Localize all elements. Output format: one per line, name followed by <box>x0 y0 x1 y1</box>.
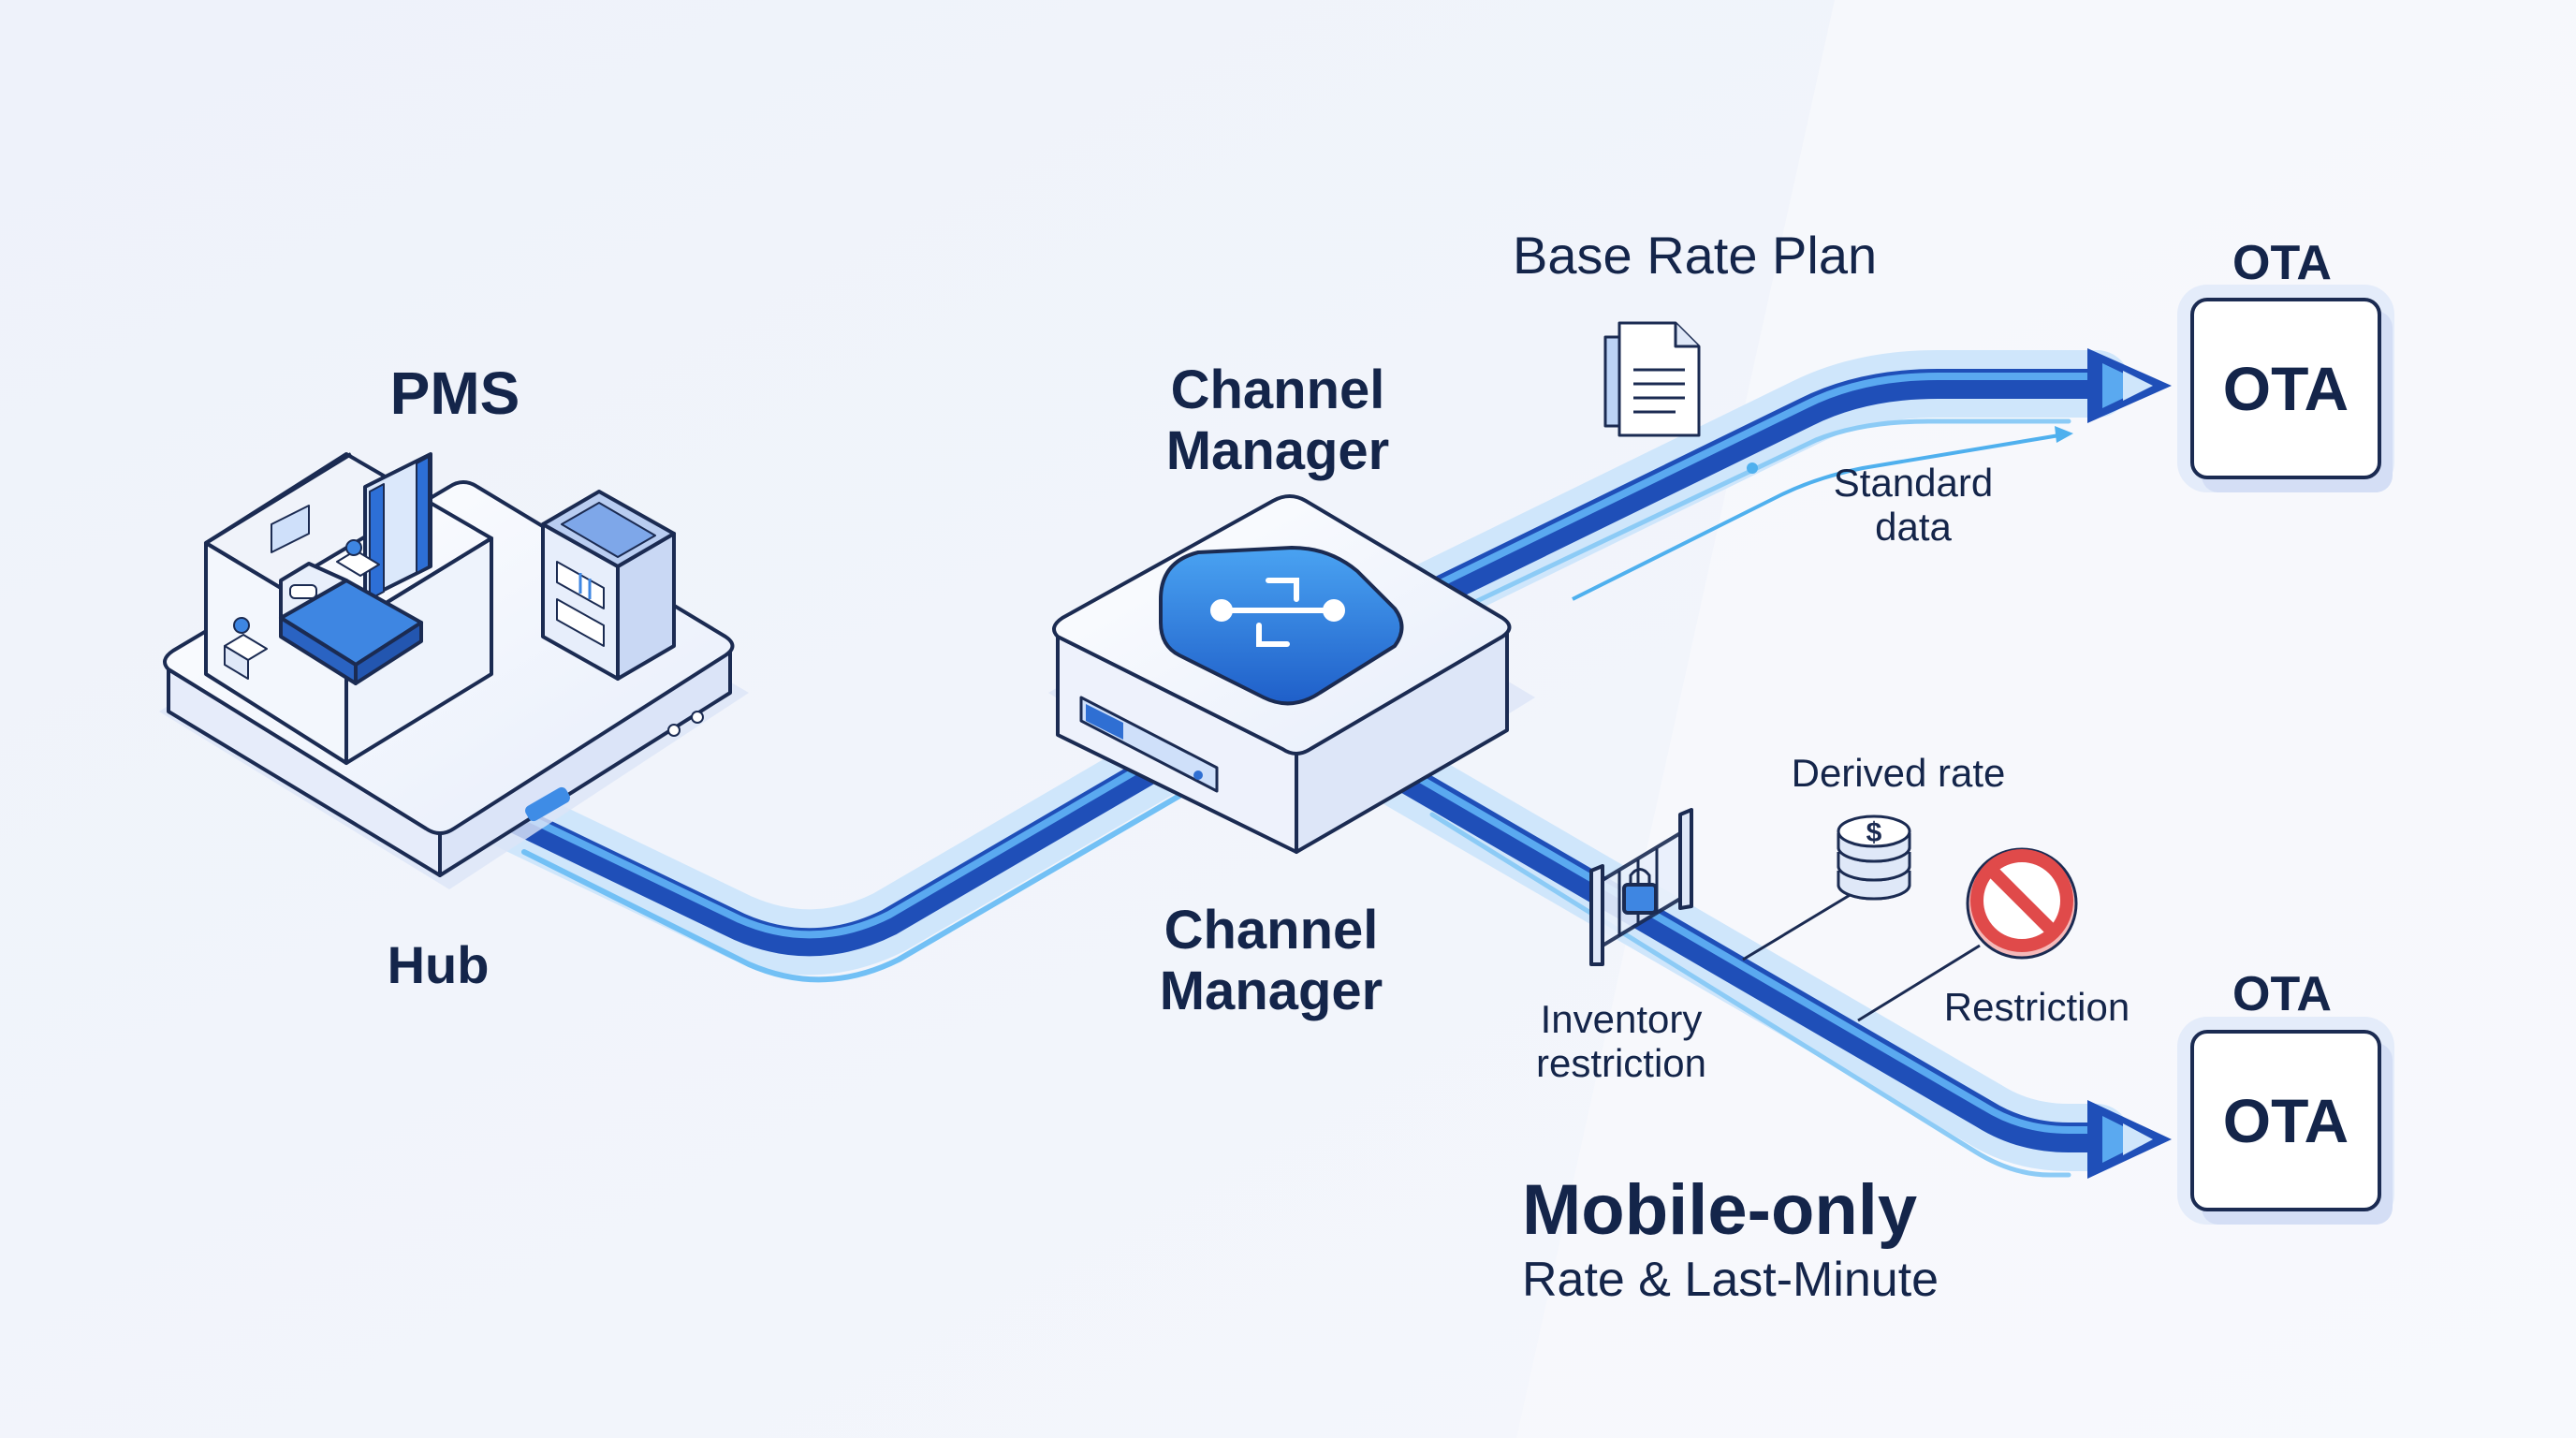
standard-data-line-2: data <box>1875 505 1952 550</box>
hub-to-channel-manager-pipe <box>473 726 1203 983</box>
ota-bottom-caption: OTA <box>2232 967 2332 1021</box>
pms-title: PMS <box>389 360 520 427</box>
inventory-restriction-line-2: restriction <box>1535 1041 1707 1086</box>
locked-gate-icon <box>1589 808 1693 966</box>
channel-manager-top-line-1: Channel <box>1170 360 1385 420</box>
coin-stack-icon: $ <box>1837 814 1911 901</box>
mobile-only-title: Mobile-only <box>1522 1170 1918 1250</box>
no-entry-icon <box>1966 847 2078 960</box>
channel-manager-bottom-line-1: Channel <box>1164 900 1379 961</box>
top-route-pipe <box>1370 348 2172 642</box>
ota-top-caption: OTA <box>2232 236 2332 290</box>
mobile-only-subtitle: Rate & Last-Minute <box>1522 1253 1939 1307</box>
base-rate-plan-label: Base Rate Plan <box>1513 226 1878 285</box>
inventory-restriction-label: Inventory restriction <box>1536 997 1706 1085</box>
channel-manager-top-line-2: Manager <box>1165 419 1390 481</box>
standard-data-line <box>1572 426 2073 601</box>
channel-manager-bottom-line-2: Manager <box>1159 960 1383 1021</box>
standard-data-line-1: Standard <box>1833 461 1994 505</box>
standard-data-label: Standard data <box>1834 461 1993 549</box>
ota-top-box: OTA <box>2190 298 2381 479</box>
channel-manager-bottom-label: Channel Manager <box>1159 900 1383 1022</box>
derived-rate-label: Derived rate <box>1791 751 2006 795</box>
ota-bottom-box: OTA <box>2190 1030 2381 1211</box>
channel-manager-top-label: Channel Manager <box>1166 360 1390 482</box>
server-cabinet <box>541 490 676 681</box>
ota-bottom-box-label: OTA <box>2222 1086 2349 1155</box>
hub-icon <box>159 452 749 889</box>
ota-top-box-label: OTA <box>2222 354 2349 423</box>
inventory-restriction-line-1: Inventory <box>1540 997 1703 1041</box>
channel-manager-icon <box>1048 494 1535 854</box>
restriction-label: Restriction <box>1943 985 2130 1029</box>
bottom-route-pipe <box>1370 743 2172 1179</box>
svg-text:$: $ <box>1866 817 1882 848</box>
annotation-leader-lines <box>1742 892 1981 1022</box>
document-icon <box>1603 321 1701 437</box>
bidirectional-arrow-icon <box>1210 578 1345 647</box>
hub-label: Hub <box>387 935 490 994</box>
hotel-room <box>204 452 493 765</box>
